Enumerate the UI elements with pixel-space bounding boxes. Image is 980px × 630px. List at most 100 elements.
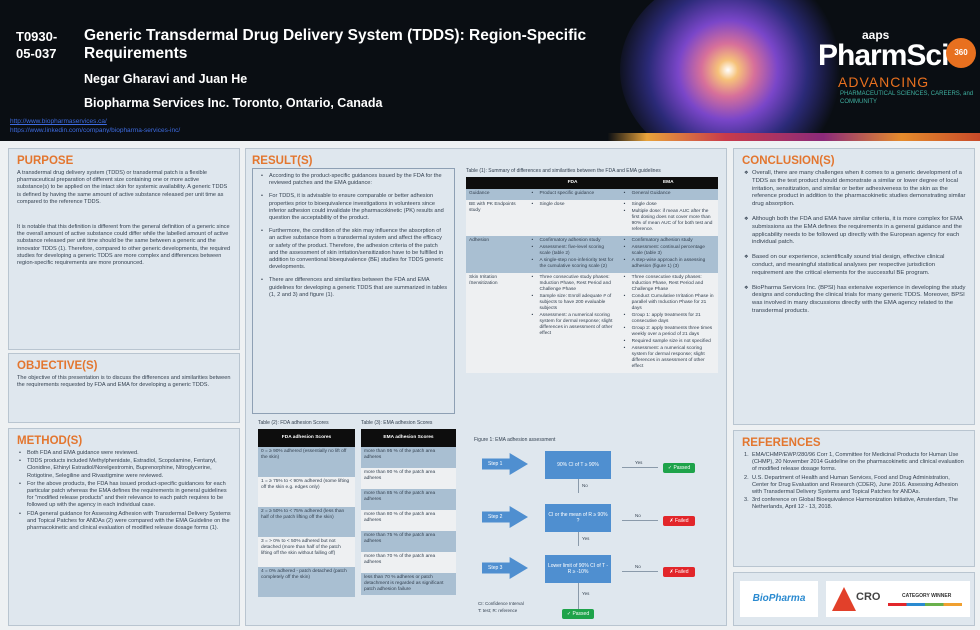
table-row: 2 = ≥ 50% to < 75% adhered (less than ha… xyxy=(258,507,355,537)
connector-line xyxy=(622,467,658,468)
table-row: more than 70 % of the patch area adheres xyxy=(361,552,456,573)
logo-pharmsci: PharmSci xyxy=(818,39,949,72)
list-item: Furthermore, the condition of the skin m… xyxy=(259,228,448,271)
cell-item: Product specific guidance xyxy=(529,191,615,197)
section-heading: PURPOSE xyxy=(17,155,74,167)
cell-item: Assessment: five-level scoring scale (ta… xyxy=(529,245,615,257)
purpose-section: PURPOSE A transdermal drug delivery syst… xyxy=(8,148,240,350)
list-item: Both FDA and EMA guidance were reviewed. xyxy=(17,450,231,457)
passed-badge: ✓ Passed xyxy=(562,609,594,619)
website-link[interactable]: http://www.biopharmaservices.ca/ xyxy=(10,118,107,125)
references-section: REFERENCES EMA/CHMP/EWP/280/96 Corr 1, C… xyxy=(733,430,975,567)
score-cell: 0 = ≥ 90% adhered (essentially no lift o… xyxy=(261,449,347,460)
table-row: less than 70 % adheres or patch detachme… xyxy=(361,573,456,595)
list-item: BioPharma Services Inc. (BPSI) has exten… xyxy=(742,285,966,316)
table-1: Table (1): Summary of differences and si… xyxy=(466,168,718,430)
cell-item: A step-wise approach in assessing adhesi… xyxy=(622,258,715,270)
conclusion-section: CONCLUSION(S) Overall, there are many ch… xyxy=(733,148,975,425)
reference-item: U.S. Department of Health and Human Serv… xyxy=(742,475,966,497)
score-cell: less than 70 % adheres or patch detachme… xyxy=(364,575,444,592)
decision-box: 90% CI of T ≥ 90% xyxy=(545,451,611,479)
table-row: more than 75 % of the patch area adheres xyxy=(361,531,456,552)
logo-subtagline: PHARMACEUTICAL SCIENCES, CAREERS, and CO… xyxy=(840,91,974,105)
list-item: There are differences and similarities b… xyxy=(259,277,448,299)
biopharma-logo: BioPharma xyxy=(740,581,818,617)
color-bar xyxy=(888,603,962,606)
column-header: FDA xyxy=(526,177,619,189)
connector-line xyxy=(578,583,579,609)
cro-text: CRO xyxy=(856,591,881,603)
decision-box: Lower limit of 90% CI of T - R ≥ -10% xyxy=(545,555,611,583)
paragraph: The objective of this presentation is to… xyxy=(17,375,231,389)
connector-line xyxy=(622,571,658,572)
list-item: TDDS products included Methylphenidate, … xyxy=(17,458,231,480)
linkedin-link[interactable]: https://www.linkedin.com/company/biophar… xyxy=(10,127,181,134)
logo-aaps: aaps xyxy=(862,28,890,42)
connector-line xyxy=(578,479,579,493)
table-row: 1 = ≥ 75% to < 90% adhered (some lifting… xyxy=(258,477,355,507)
cro-award-logo: CRO CATEGORY WINNER xyxy=(826,581,970,617)
list-item: FDA general guidance for Assessing Adhes… xyxy=(17,511,231,533)
cell-item: Assessment: a numerical scoring system f… xyxy=(622,346,715,370)
poster-title: Generic Transdermal Drug Delivery System… xyxy=(84,27,587,62)
failed-badge: ✗ Failed xyxy=(663,567,695,577)
list-item: For TDDS, it is advisable to ensure comp… xyxy=(259,193,448,222)
section-heading: METHOD(S) xyxy=(17,435,83,447)
list-item: Although both the FDA and EMA have simil… xyxy=(742,216,966,247)
table-row: 0 = ≥ 90% adhered (essentially no lift o… xyxy=(258,447,355,477)
score-cell: more than 80 % of the patch area adheres xyxy=(364,512,436,523)
table-row: more than 90 % of the patch area adheres xyxy=(361,468,456,489)
cell-item: Three consecutive study phases: Inductio… xyxy=(622,275,715,293)
nebula-graphic xyxy=(620,0,860,137)
step-arrow: Step 2 xyxy=(482,506,528,528)
table-row: more than 85 % of the patch area adheres xyxy=(361,489,456,510)
row-label: Adhesion xyxy=(469,238,490,243)
column-header xyxy=(466,177,527,189)
column-header: EMA xyxy=(618,177,718,189)
cell-item: Confirmatory adhesion study xyxy=(622,238,715,244)
footnote: CI: Confidence Interval xyxy=(478,601,524,606)
list-item: For the above products, the FDA has issu… xyxy=(17,481,231,510)
score-cell: more than 70 % of the patch area adheres xyxy=(364,554,436,565)
list-item: Overall, there are many challenges when … xyxy=(742,170,966,209)
footnote: T: test; R: reference xyxy=(478,608,518,613)
list-item: Based on our experience, scientifically … xyxy=(742,254,966,277)
cell-item: Sample size: Enroll adequate # of subjec… xyxy=(529,294,615,312)
score-cell: more than 85 % of the patch area adheres xyxy=(364,491,436,502)
table-row: more than 80 % of the patch area adheres xyxy=(361,510,456,531)
failed-badge: ✗ Failed xyxy=(663,516,695,526)
table-row: Skin Irritation /SensitizationThree cons… xyxy=(466,273,718,373)
fda-cell: Three consecutive study phases: Inductio… xyxy=(526,273,618,373)
reference-item: EMA/CHMP/EWP/280/96 Corr 1, Committee fo… xyxy=(742,452,966,474)
table-row: more than 95 % of the patch area adheres xyxy=(361,447,456,468)
table-caption: Table (2): FDA adhesion Scores xyxy=(258,420,329,426)
fda-cell: Single dose xyxy=(526,200,618,236)
yes-label: Yes xyxy=(582,591,590,596)
results-bullets: According to the product-specific guidan… xyxy=(252,168,455,414)
section-heading: CONCLUSION(S) xyxy=(742,155,835,167)
score-cell: more than 95 % of the patch area adheres xyxy=(364,449,436,460)
step-arrow: Step 1 xyxy=(482,453,528,475)
poster-header: T0930-05-037 Generic Transdermal Drug De… xyxy=(0,0,980,137)
column-header: EMA adhesion Scores xyxy=(361,429,456,447)
method-section: METHOD(S) Both FDA and EMA guidance were… xyxy=(8,428,240,626)
pharmsci-logo: aaps PharmSci 360 ADVANCING PHARMACEUTIC… xyxy=(818,28,978,106)
cell-item: Conduct Cumulative Irritation Phase in p… xyxy=(622,294,715,312)
ema-cell: Confirmatory adhesion studyAssessment: c… xyxy=(619,236,718,273)
yes-label: Yes xyxy=(635,460,643,465)
row-label: BE with PK Endpoints study xyxy=(469,202,516,213)
paragraph: A transdermal drug delivery system (TDDS… xyxy=(17,170,228,205)
cell-item: Confirmatory adhesion study xyxy=(529,238,615,244)
objective-section: OBJECTIVE(S) The objective of this prese… xyxy=(8,353,240,423)
table-2: Table (2): FDA adhesion Scores FDA adhes… xyxy=(258,420,355,597)
table-caption: Table (1): Summary of differences and si… xyxy=(466,168,661,174)
ema-cell: General Guidance xyxy=(619,189,718,200)
ema-cell: Single doseMultiple dose: if mean AUC af… xyxy=(619,200,718,236)
list-item: According to the product-specific guidan… xyxy=(259,173,448,187)
figure-1-flowchart: Figure 1: EMA adhesion assessment Step 1… xyxy=(470,433,720,623)
poster-code: T0930-05-037 xyxy=(16,29,58,61)
table-row: GuidanceProduct specific guidanceGeneral… xyxy=(466,189,718,200)
triangle-icon xyxy=(832,587,856,611)
cell-item: Required sample size is not specified xyxy=(622,339,715,345)
paragraph: It is notable that this definition is di… xyxy=(17,224,231,267)
